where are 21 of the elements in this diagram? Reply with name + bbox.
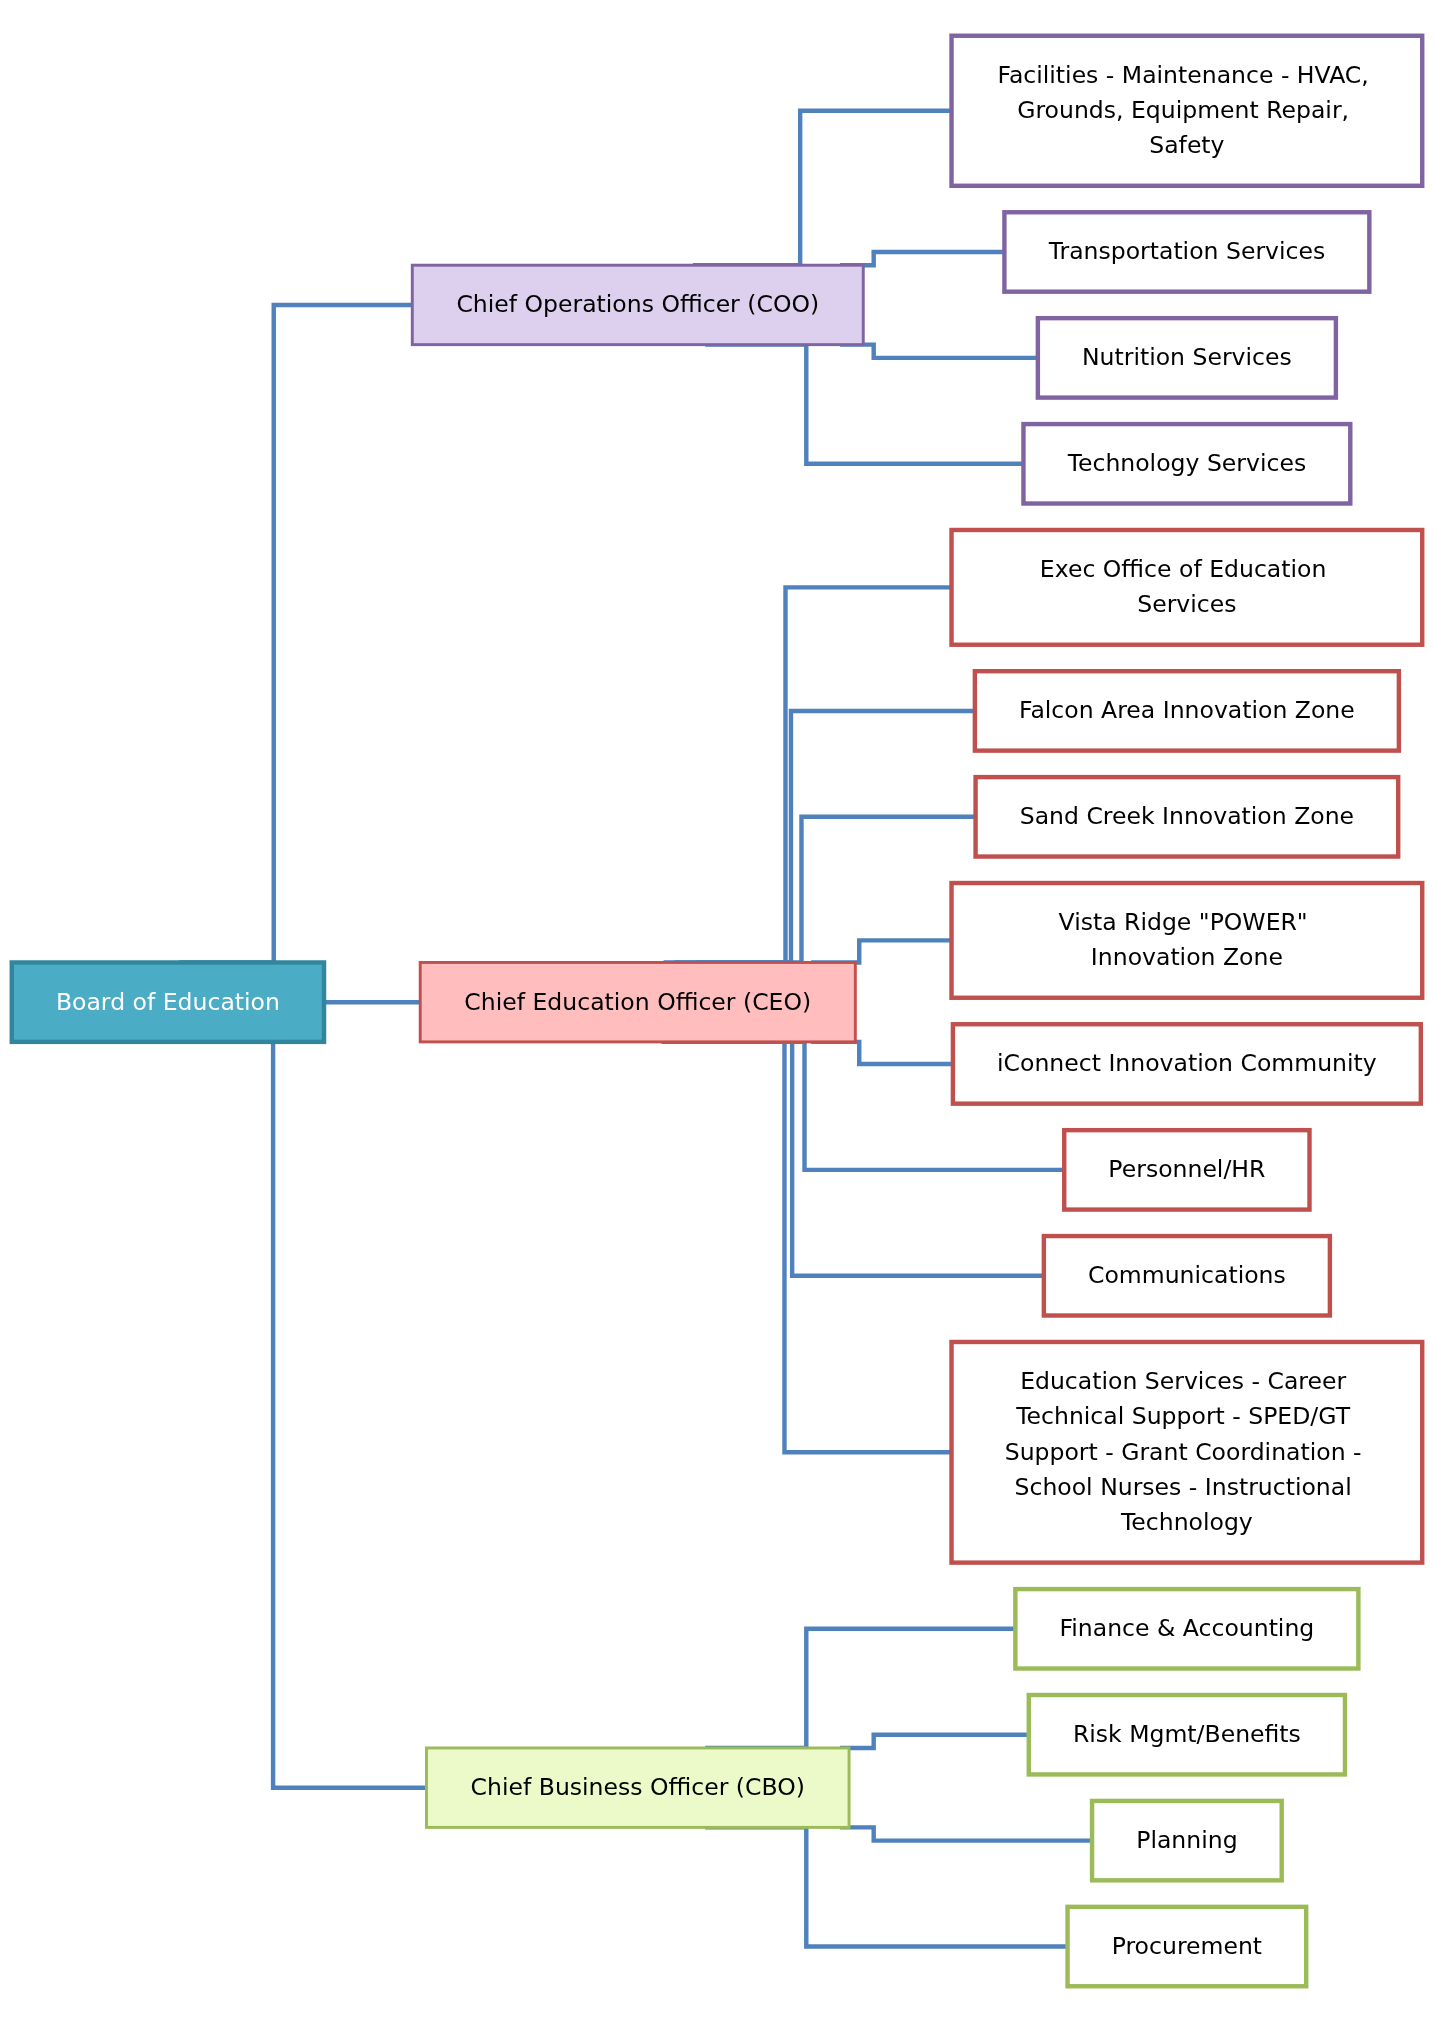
node-box: Falcon Area Innovation Zone [972, 669, 1402, 753]
node-box: Procurement [1065, 1904, 1309, 1989]
node-box: iConnect Innovation Community [950, 1022, 1424, 1106]
node-box: Transportation Services [1002, 210, 1372, 294]
node-box: Planning [1089, 1798, 1284, 1883]
node-box: Nutrition Services [1035, 315, 1339, 400]
node-box: Education Services - Career Technical Support - SPED/GT Support - Grant Coordination - School Nurses - Instructional Technology [949, 1339, 1425, 1565]
node-box: Technology Services [1021, 421, 1353, 506]
node-box: Personnel/HR [1062, 1127, 1312, 1212]
node-box: Chief Education Officer (CEO) [418, 961, 857, 1044]
node-box: Finance & Accounting [1013, 1586, 1361, 1671]
node-box: Exec Office of Education Services [949, 527, 1425, 647]
node-box: Board of Education [9, 960, 327, 1045]
node-box: Sand Creek Innovation Zone [973, 774, 1401, 859]
node-box: Facilities - Maintenance - HVAC, Grounds, Equipment Repair, Safety [949, 33, 1425, 188]
node-box: Risk Mgmt/Benefits [1026, 1692, 1348, 1777]
node-box: Vista Ridge "POWER" Innovation Zone [949, 880, 1425, 1000]
node-box: Chief Operations Officer (COO) [410, 263, 865, 347]
connector [324, 999, 421, 1005]
node-box: Chief Business Officer (CBO) [425, 1746, 851, 1829]
node-box: Communications [1041, 1233, 1333, 1318]
